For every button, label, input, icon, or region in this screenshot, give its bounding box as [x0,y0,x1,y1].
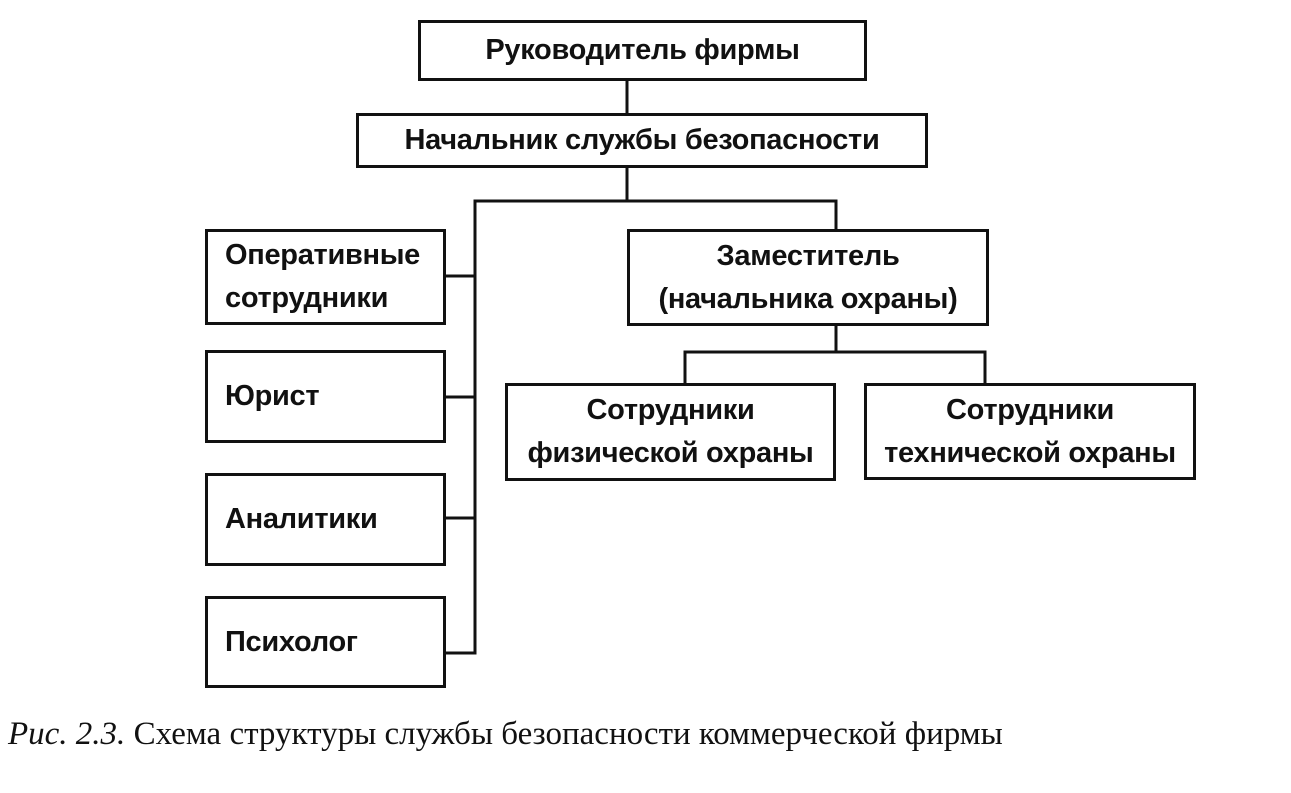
node-security-chief: Начальник службы безопасности [356,113,928,168]
node-technical-guard-line2: технической охраны [884,436,1176,469]
node-physical-guard-line2: физической охраны [527,437,814,469]
figure-caption: Рис. 2.3. Схема структуры службы безопас… [8,716,1003,753]
node-security-chief-label: Начальник службы безопасности [404,124,880,156]
node-analysts-label: Аналитики [225,503,378,535]
figure-caption-text: Схема структуры службы безопасности комм… [133,716,1003,752]
node-head-label: Руководитель фирмы [485,34,800,66]
node-head: Руководитель фирмы [418,20,867,81]
node-technical-guard: Сотрудники технической охраны [864,383,1196,480]
node-deputy-line1: Заместитель [716,239,900,272]
node-operatives: Оперативные сотрудники [205,229,446,325]
node-deputy-line2: (начальника охраны) [658,282,958,315]
node-technical-guard-line1: Сотрудники [946,393,1114,426]
node-deputy: Заместитель (начальника охраны) [627,229,989,326]
node-psychologist-label: Психолог [225,625,358,658]
node-operatives-line1: Оперативные [225,239,421,271]
node-lawyer-label: Юрист [225,380,320,412]
node-lawyer: Юрист [205,350,446,443]
node-operatives-line2: сотрудники [225,282,389,314]
node-physical-guard: Сотрудники физической охраны [505,383,836,481]
node-analysts: Аналитики [205,473,446,566]
node-psychologist: Психолог [205,596,446,688]
figure-caption-label: Рис. 2.3. [8,716,126,752]
node-physical-guard-line1: Сотрудники [586,394,755,426]
